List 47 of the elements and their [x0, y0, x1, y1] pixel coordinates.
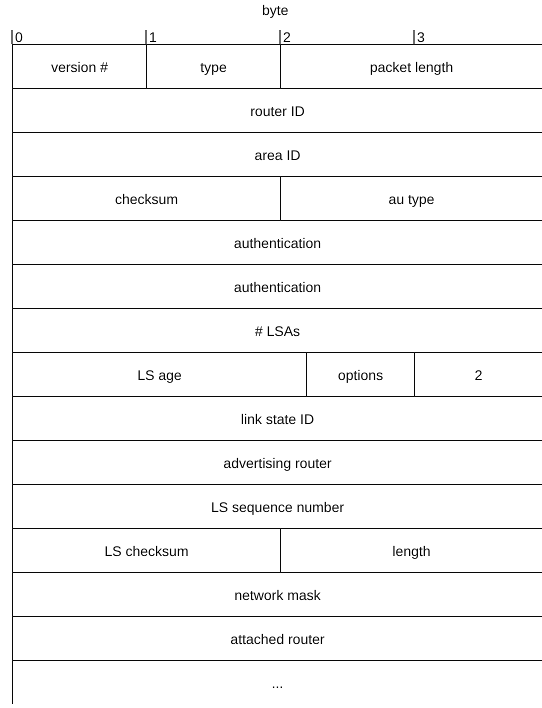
field-cell: [12, 484, 542, 528]
field-name: LS checksum: [104, 542, 189, 558]
field-cell: [280, 44, 542, 88]
field-cell: [12, 396, 542, 440]
field-cell: [280, 176, 542, 220]
byte-number: 1: [149, 29, 157, 45]
field-name: packet length: [370, 58, 454, 74]
field-cell: [12, 440, 542, 484]
byte-number: 0: [15, 29, 23, 45]
field-name: 2: [474, 366, 482, 382]
field-name: options: [338, 366, 384, 382]
field-cell: [280, 528, 542, 572]
byte-number: 3: [417, 29, 425, 45]
field-cell: [12, 44, 146, 88]
field-name: authentication: [234, 278, 322, 294]
field-cell: [414, 352, 542, 396]
field-cell: [306, 352, 414, 396]
field-name: router ID: [250, 102, 305, 118]
field-cell: [12, 660, 542, 704]
field-name: au type: [388, 190, 434, 206]
field-name: LS age: [137, 366, 182, 382]
field-name: advertising router: [223, 454, 332, 470]
field-name: type: [200, 58, 227, 74]
axis-title: byte: [262, 2, 288, 18]
field-cell: [12, 528, 280, 572]
field-cell: [12, 308, 542, 352]
field-name: authentication: [234, 234, 322, 250]
field-name: version #: [51, 58, 108, 74]
field-cell: [12, 264, 542, 308]
field-name: checksum: [114, 190, 178, 206]
field-cell: [12, 352, 306, 396]
field-name: LS sequence number: [210, 498, 344, 514]
field-cell: [12, 616, 542, 660]
field-cell: [12, 572, 542, 616]
field-cell: [12, 176, 280, 220]
field-name: attached router: [230, 630, 325, 646]
field-cell: [12, 220, 542, 264]
field-name: network mask: [234, 586, 321, 602]
byte-number: 2: [283, 29, 291, 45]
field-name: link state ID: [240, 410, 314, 426]
field-name: length: [392, 542, 431, 558]
field-name: ...: [272, 674, 284, 690]
field-cell: [12, 132, 542, 176]
field-cell: [12, 88, 542, 132]
field-name: # LSAs: [254, 322, 300, 338]
field-name: area ID: [254, 146, 300, 162]
field-cell: [146, 44, 280, 88]
